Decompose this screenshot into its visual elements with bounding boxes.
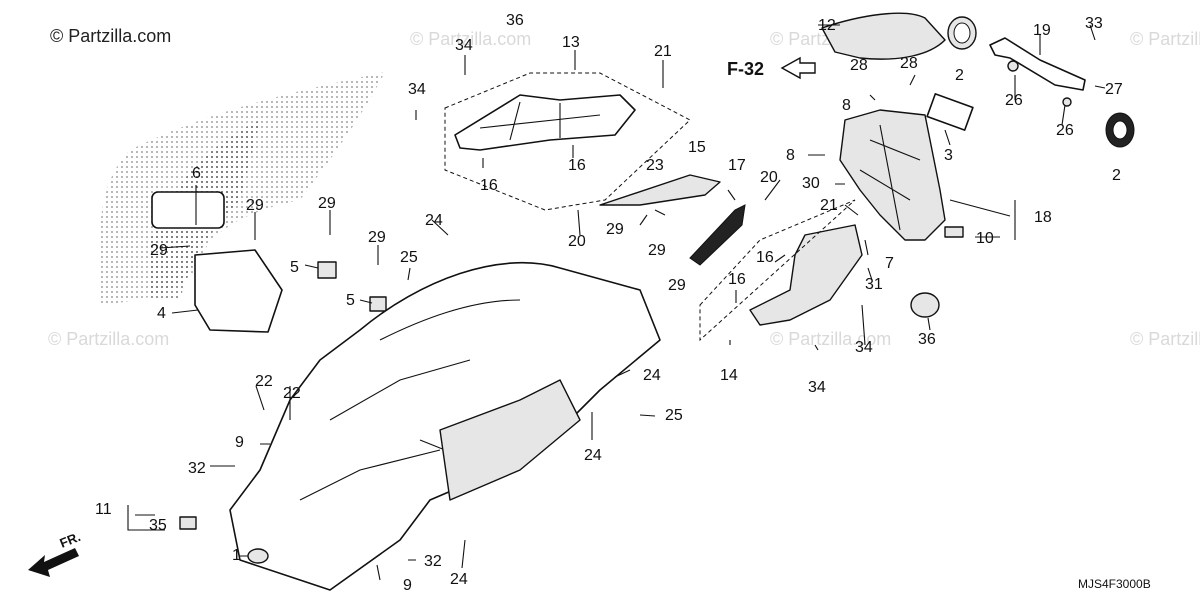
- callout-1: 1: [232, 547, 241, 564]
- part-reflector: [926, 93, 974, 131]
- callout-29: 29: [648, 242, 666, 259]
- callout-27: 27: [1105, 81, 1123, 98]
- callout-28: 28: [850, 57, 868, 74]
- callout-24: 24: [643, 367, 661, 384]
- watermark: © Partzilla.com: [48, 329, 169, 349]
- callout-34: 34: [855, 339, 873, 356]
- watermark: © Partzilla.com: [1130, 29, 1200, 49]
- callout-9: 9: [403, 577, 412, 594]
- callout-26: 26: [1056, 122, 1074, 139]
- callout-21: 21: [820, 197, 838, 214]
- part-bracket: [989, 37, 1086, 107]
- callout-24: 24: [450, 571, 468, 588]
- part-plug: [910, 292, 940, 318]
- part-clip: [317, 261, 337, 279]
- part-lower-bracket: [749, 224, 863, 326]
- callout-22: 22: [255, 373, 273, 390]
- copyright-text: © Partzilla.com: [50, 26, 171, 46]
- callout-5: 5: [346, 292, 355, 309]
- callout-9: 9: [235, 434, 244, 451]
- callout-20: 20: [568, 233, 586, 250]
- callout-19: 19: [1033, 22, 1051, 39]
- callout-34: 34: [408, 81, 426, 98]
- callout-labels: 1223455678899101112131415161616161718192…: [95, 12, 1123, 594]
- callout-20: 20: [760, 169, 778, 186]
- callout-22: 22: [283, 385, 301, 402]
- part-rear-fender: [229, 261, 661, 591]
- callout-28: 28: [900, 55, 918, 72]
- callout-7: 7: [885, 255, 894, 272]
- watermark: © Partzilla.com: [1130, 329, 1200, 349]
- callout-24: 24: [584, 447, 602, 464]
- part-bracket-small: [194, 249, 283, 333]
- callout-29: 29: [150, 242, 168, 259]
- callout-8: 8: [842, 97, 851, 114]
- callout-16: 16: [568, 157, 586, 174]
- diagram-code: MJS4F3000B: [1078, 577, 1151, 591]
- callout-29: 29: [368, 229, 386, 246]
- callout-30: 30: [802, 175, 820, 192]
- callout-29: 29: [318, 195, 336, 212]
- part-clip: [369, 296, 387, 312]
- reference-arrow: F-32: [727, 56, 816, 80]
- callout-3: 3: [944, 147, 953, 164]
- callout-35: 35: [149, 517, 167, 534]
- callout-36: 36: [506, 12, 524, 29]
- callout-15: 15: [688, 139, 706, 156]
- leader-lines: [127, 24, 1106, 581]
- callout-8: 8: [786, 147, 795, 164]
- callout-2: 2: [1112, 167, 1121, 184]
- part-upper-bracket: [454, 94, 636, 151]
- callout-10: 10: [976, 230, 994, 247]
- callout-34: 34: [808, 379, 826, 396]
- part-clip: [179, 516, 197, 530]
- callout-31: 31: [865, 276, 883, 293]
- watermark: © Partzilla.com: [770, 329, 891, 349]
- callout-29: 29: [246, 197, 264, 214]
- part-grommet: [947, 16, 1135, 148]
- callout-16: 16: [728, 271, 746, 288]
- part-rear-cowl: [821, 12, 946, 60]
- callout-23: 23: [646, 157, 664, 174]
- callout-29: 29: [606, 221, 624, 238]
- front-direction-arrow: FR.: [28, 529, 83, 577]
- part-cap: [247, 548, 269, 564]
- callout-32: 32: [188, 460, 206, 477]
- callout-26: 26: [1005, 92, 1023, 109]
- callout-32: 32: [424, 553, 442, 570]
- callout-21: 21: [654, 43, 672, 60]
- callout-18: 18: [1034, 209, 1052, 226]
- callout-29: 29: [668, 277, 686, 294]
- callout-2: 2: [955, 67, 964, 84]
- part-license-bracket: [839, 109, 964, 241]
- callout-12: 12: [818, 17, 836, 34]
- callout-6: 6: [192, 165, 201, 182]
- callout-25: 25: [400, 249, 418, 266]
- callout-13: 13: [562, 34, 580, 51]
- callout-16: 16: [756, 249, 774, 266]
- callout-34: 34: [455, 37, 473, 54]
- callout-11: 11: [95, 501, 112, 518]
- watermarks: © Partzilla.com © Partzilla.com © Partzi…: [48, 29, 1200, 349]
- callout-14: 14: [720, 367, 738, 384]
- part-side-bracket: [599, 174, 721, 206]
- callout-25: 25: [665, 407, 683, 424]
- callout-16: 16: [480, 177, 498, 194]
- callout-4: 4: [157, 305, 166, 322]
- callout-5: 5: [290, 259, 299, 276]
- callout-17: 17: [728, 157, 746, 174]
- callout-24: 24: [425, 212, 443, 229]
- watermark: © Partzilla.com: [410, 29, 531, 49]
- front-direction-label: FR.: [58, 529, 83, 551]
- outline-group: [699, 199, 856, 342]
- reference-arrow-label: F-32: [727, 59, 764, 79]
- part-reflector-pad: [151, 191, 225, 229]
- callout-36: 36: [918, 331, 936, 348]
- callout-33: 33: [1085, 15, 1103, 32]
- part-mudflap: [689, 204, 746, 266]
